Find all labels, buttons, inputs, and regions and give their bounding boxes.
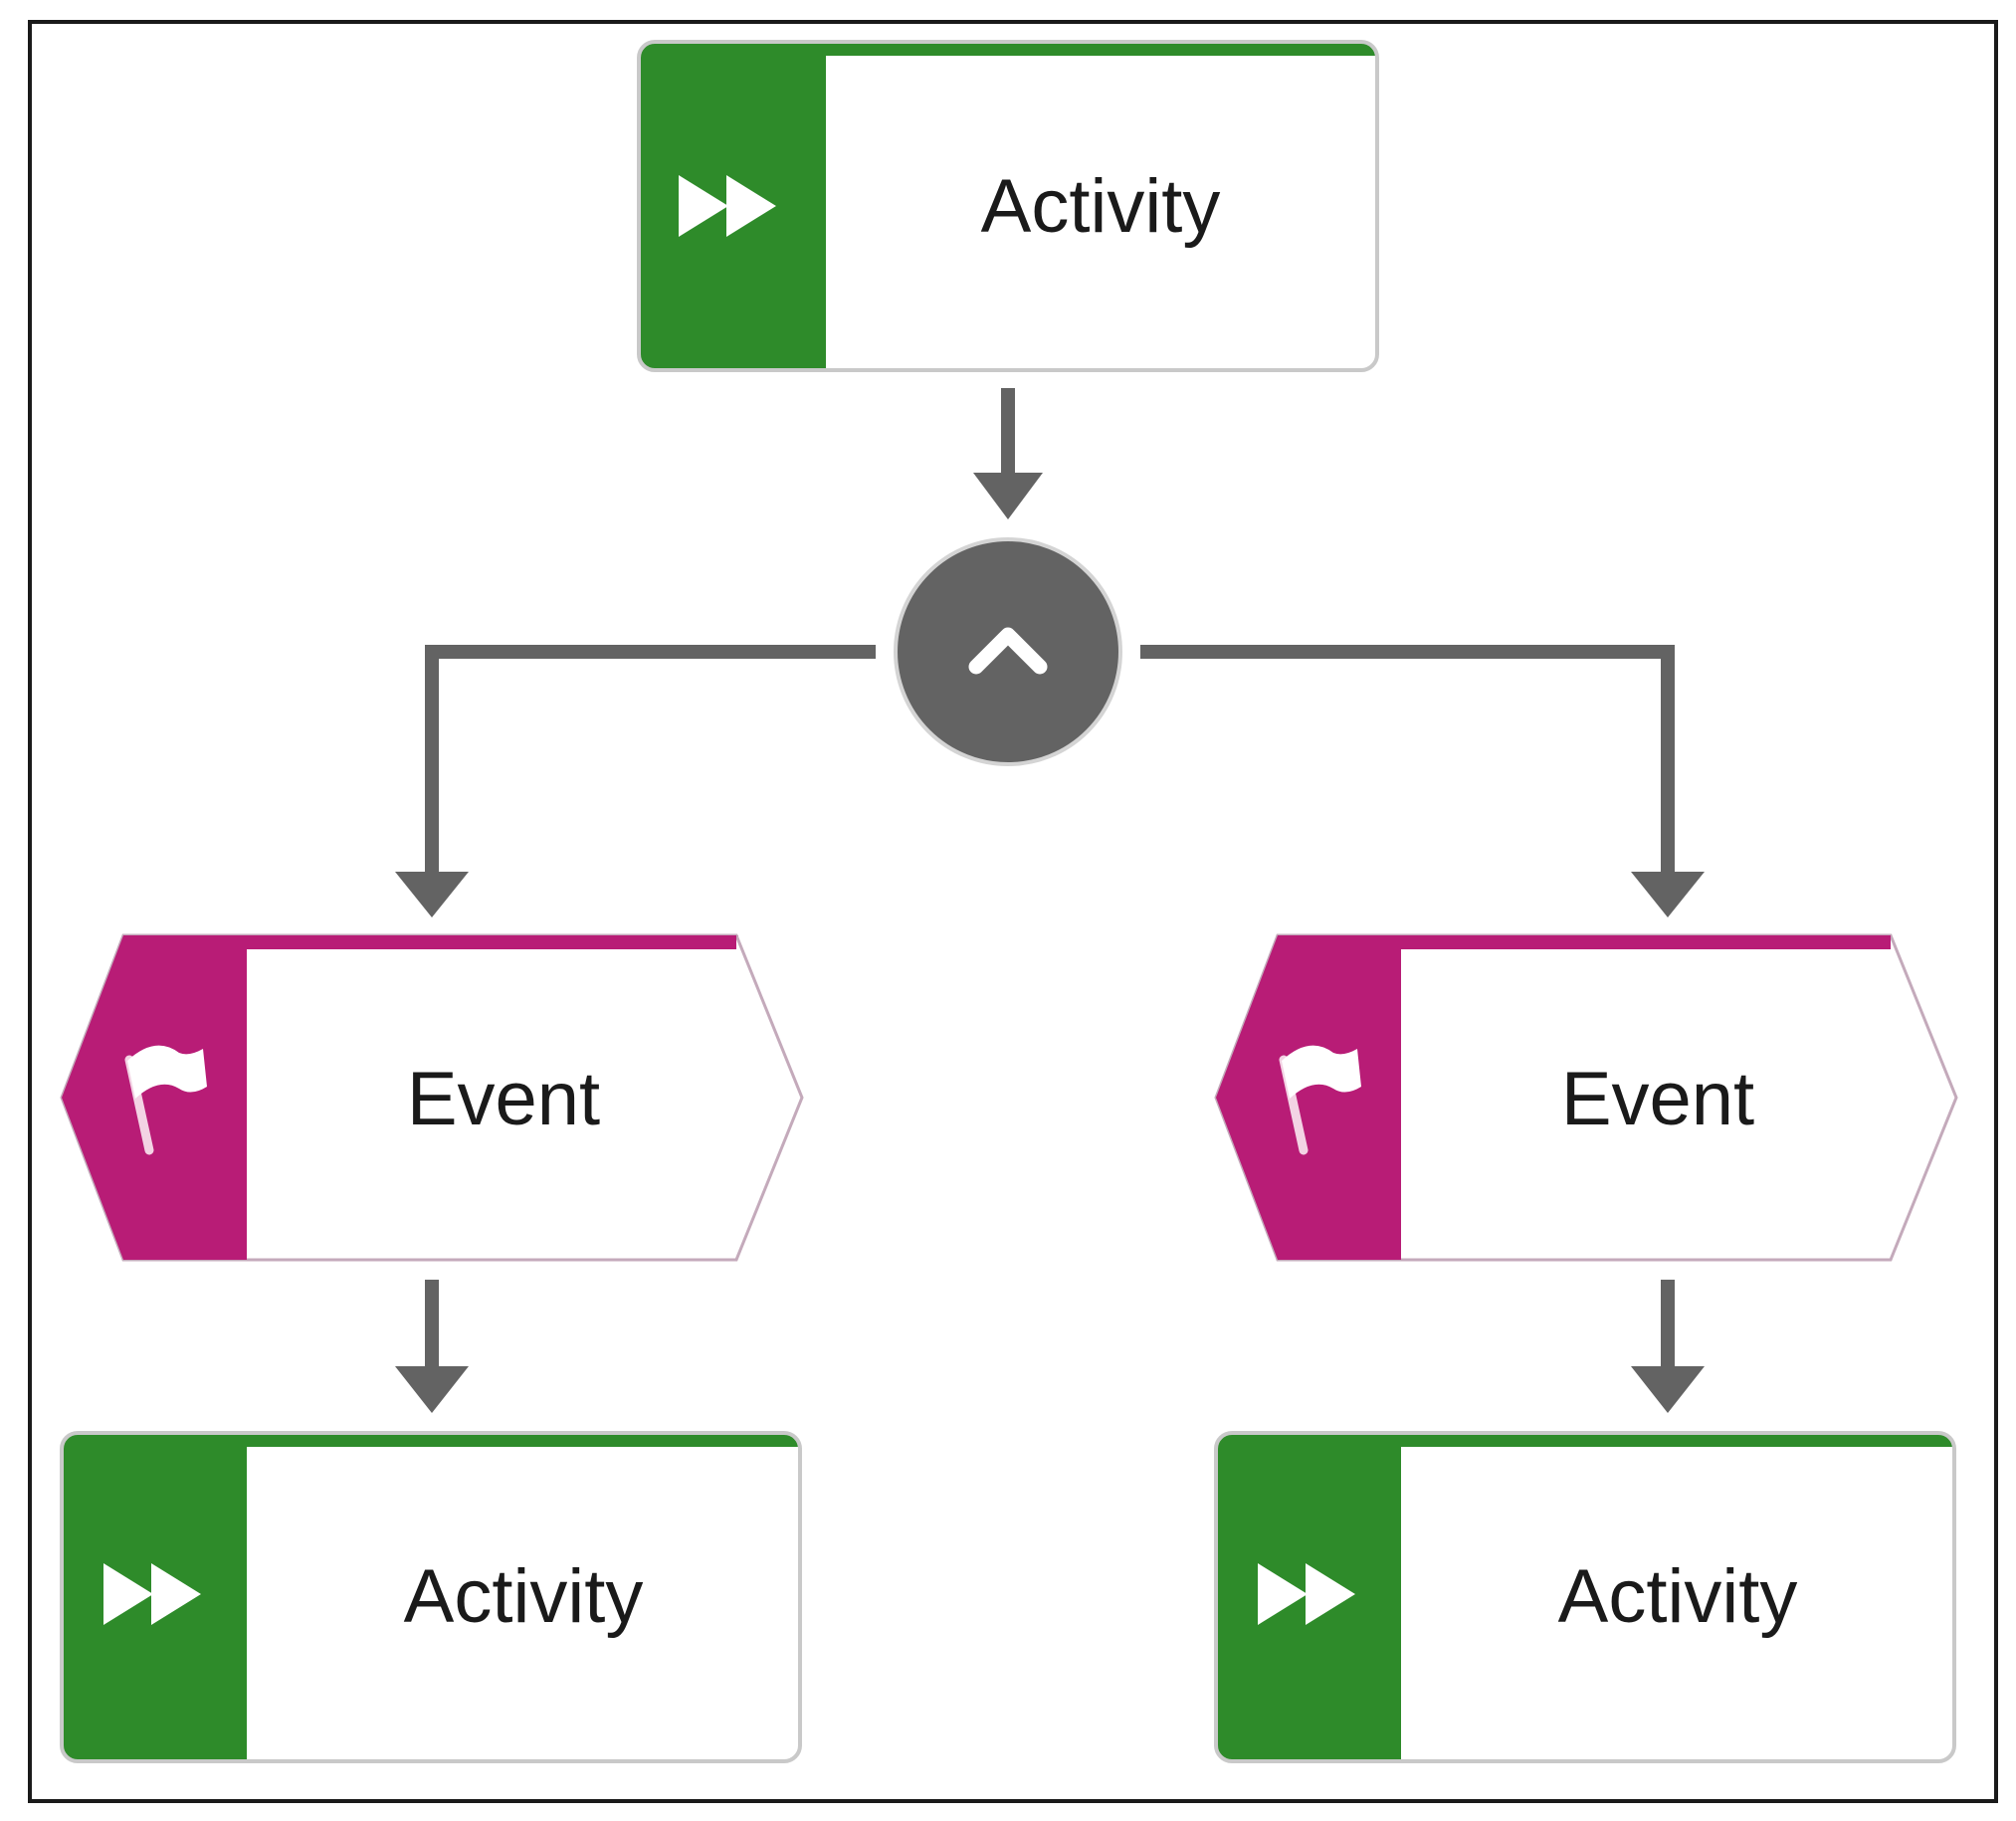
activity-node-right[interactable]: Activity (1214, 1431, 1956, 1763)
diagram-frame (28, 20, 1998, 1803)
event-label: Event (407, 1057, 600, 1141)
arrowhead-operator (973, 473, 1043, 519)
activity-label: Activity (404, 1554, 644, 1639)
arrowhead-right-activity (1631, 1366, 1705, 1413)
activity-node-left[interactable]: Activity (60, 1431, 802, 1763)
and-operator-icon (968, 627, 1048, 675)
flag-icon (124, 1045, 207, 1155)
event-node-right[interactable]: Event (1214, 933, 1958, 1262)
event-label: Event (1561, 1057, 1754, 1141)
connector-operator-to-left-event (425, 645, 876, 876)
fast-forward-icon (679, 175, 776, 237)
arrowhead-left-event (395, 872, 469, 917)
fast-forward-icon (103, 1563, 201, 1625)
fast-forward-icon (1258, 1563, 1355, 1625)
arrowhead-left-activity (395, 1366, 469, 1413)
activity-node-top[interactable]: Activity (637, 40, 1379, 372)
activity-label: Activity (981, 164, 1221, 249)
arrowhead-right-event (1631, 872, 1705, 917)
event-node-left[interactable]: Event (60, 933, 804, 1262)
connectors (425, 388, 1675, 1371)
and-operator[interactable] (894, 537, 1122, 766)
activity-label: Activity (1558, 1554, 1798, 1639)
arrowheads (395, 473, 1705, 1413)
connector-operator-to-right-event (1140, 645, 1675, 876)
flag-icon (1279, 1045, 1361, 1155)
